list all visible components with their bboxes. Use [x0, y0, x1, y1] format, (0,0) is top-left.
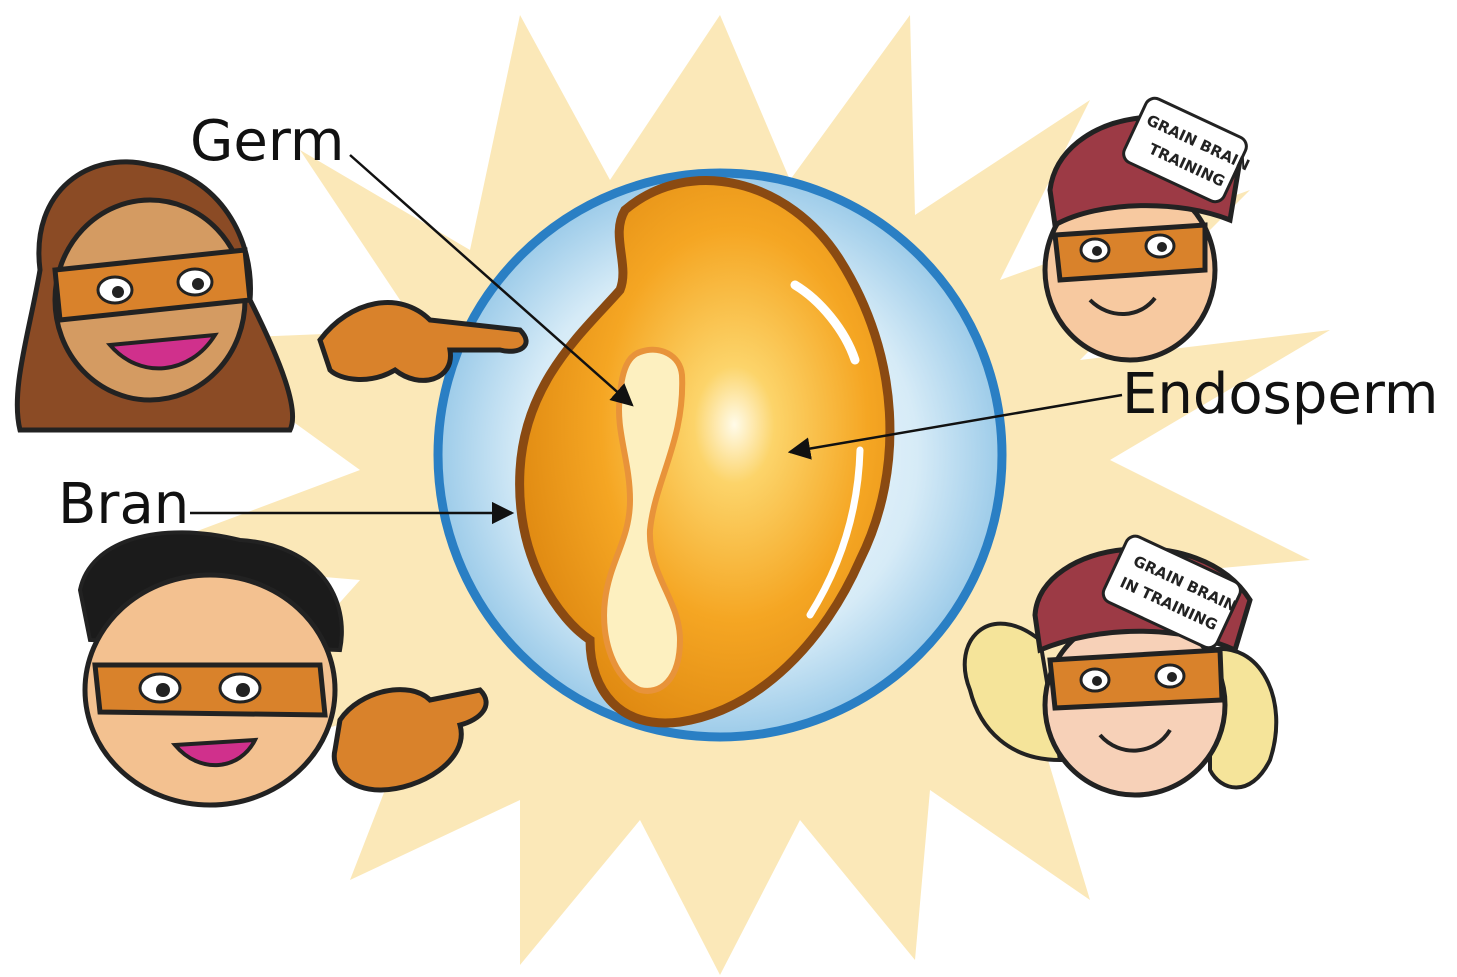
- germ-label: Germ: [190, 109, 344, 174]
- bran-label: Bran: [58, 472, 189, 537]
- character-cap-top-right: GRAIN BRAIN TRAINING: [1045, 95, 1258, 360]
- endosperm-label: Endosperm: [1122, 362, 1438, 427]
